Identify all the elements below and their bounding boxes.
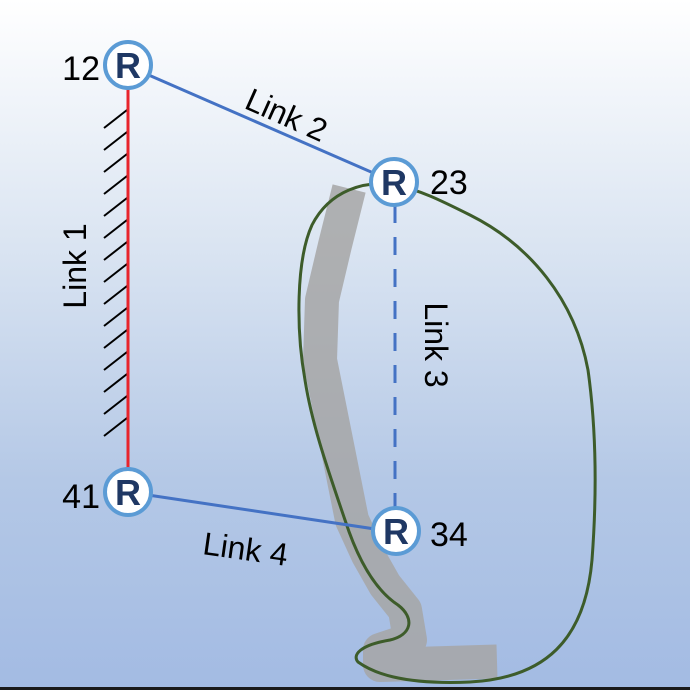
router-symbol: R — [115, 472, 141, 513]
router-23-id: 23 — [430, 164, 468, 202]
router-34-id: 34 — [430, 516, 468, 554]
link-3-label: Link 3 — [418, 302, 454, 387]
link-4-label: Link 4 — [201, 525, 291, 573]
router-12[interactable]: R — [103, 40, 153, 90]
router-symbol: R — [115, 45, 141, 86]
link-1-label: Link 1 — [57, 223, 93, 308]
router-41-id: 41 — [62, 478, 100, 516]
router-icon — [103, 40, 153, 90]
link-1-failure-hatch — [103, 109, 128, 437]
link-2-line[interactable] — [127, 64, 395, 184]
router-symbol: R — [381, 162, 407, 203]
router-34[interactable]: R — [371, 506, 421, 556]
router-icon — [371, 506, 421, 556]
link-4-line[interactable] — [127, 490, 396, 534]
router-41[interactable]: R — [103, 467, 153, 517]
router-icon — [369, 157, 419, 207]
router-23[interactable]: R — [369, 157, 419, 207]
link-2-label: Link 2 — [240, 81, 333, 149]
router-icon — [103, 467, 153, 517]
alternate-path-shadow — [303, 184, 498, 682]
region-outline — [297, 182, 597, 684]
router-12-id: 12 — [62, 50, 100, 88]
router-symbol: R — [383, 511, 409, 552]
